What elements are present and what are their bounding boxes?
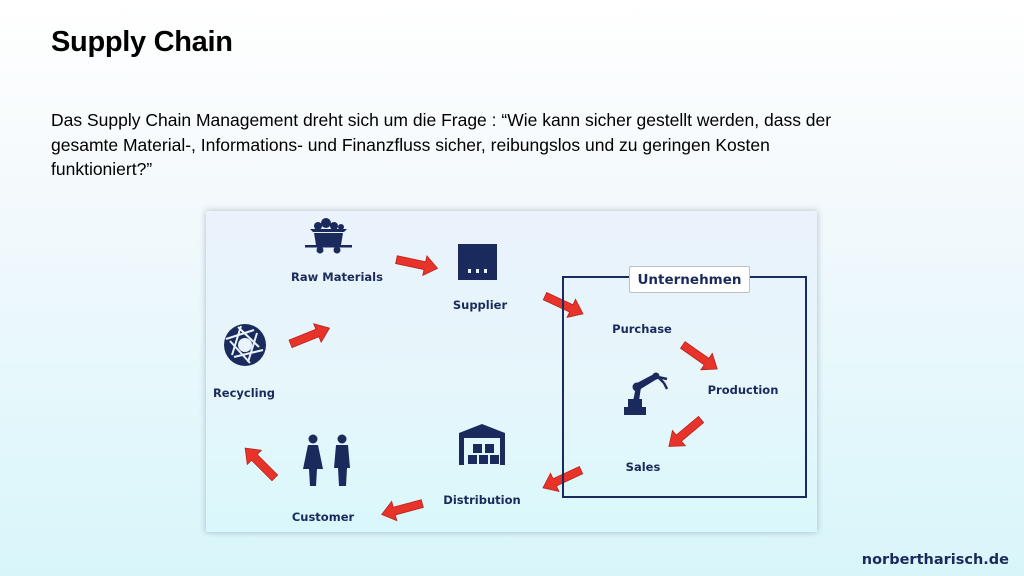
company-label: Unternehmen: [629, 266, 750, 293]
slide-title: Supply Chain: [51, 26, 233, 58]
footer-site: norbertharisch.de: [861, 552, 1009, 568]
diagram-graphics: [224, 218, 724, 525]
people-icon: [303, 434, 350, 486]
arrow-customer-to-recycling: [237, 440, 283, 486]
label-distribution: Distribution: [443, 493, 521, 507]
aperture-icon: [224, 324, 266, 366]
label-sales: Sales: [625, 460, 661, 474]
label-recycling: Recycling: [212, 386, 276, 400]
supply-chain-diagram: Unternehmen Raw Materials Supplier Purch…: [206, 211, 817, 532]
arrow-distribution-to-customer: [378, 493, 426, 525]
robot-arm-icon: [624, 372, 669, 415]
label-raw-materials: Raw Materials: [291, 270, 383, 284]
label-purchase: Purchase: [612, 322, 672, 336]
label-production: Production: [707, 383, 779, 397]
slide-description: Das Supply Chain Management dreht sich u…: [51, 110, 832, 179]
warehouse-icon: [459, 424, 505, 465]
label-customer: Customer: [291, 510, 355, 524]
mine-cart-icon: [305, 218, 352, 254]
arrow-raw-to-supplier: [393, 249, 441, 279]
arrow-recycling-to-raw: [286, 318, 334, 354]
label-supplier: Supplier: [452, 298, 508, 312]
factory-icon: [458, 244, 497, 280]
